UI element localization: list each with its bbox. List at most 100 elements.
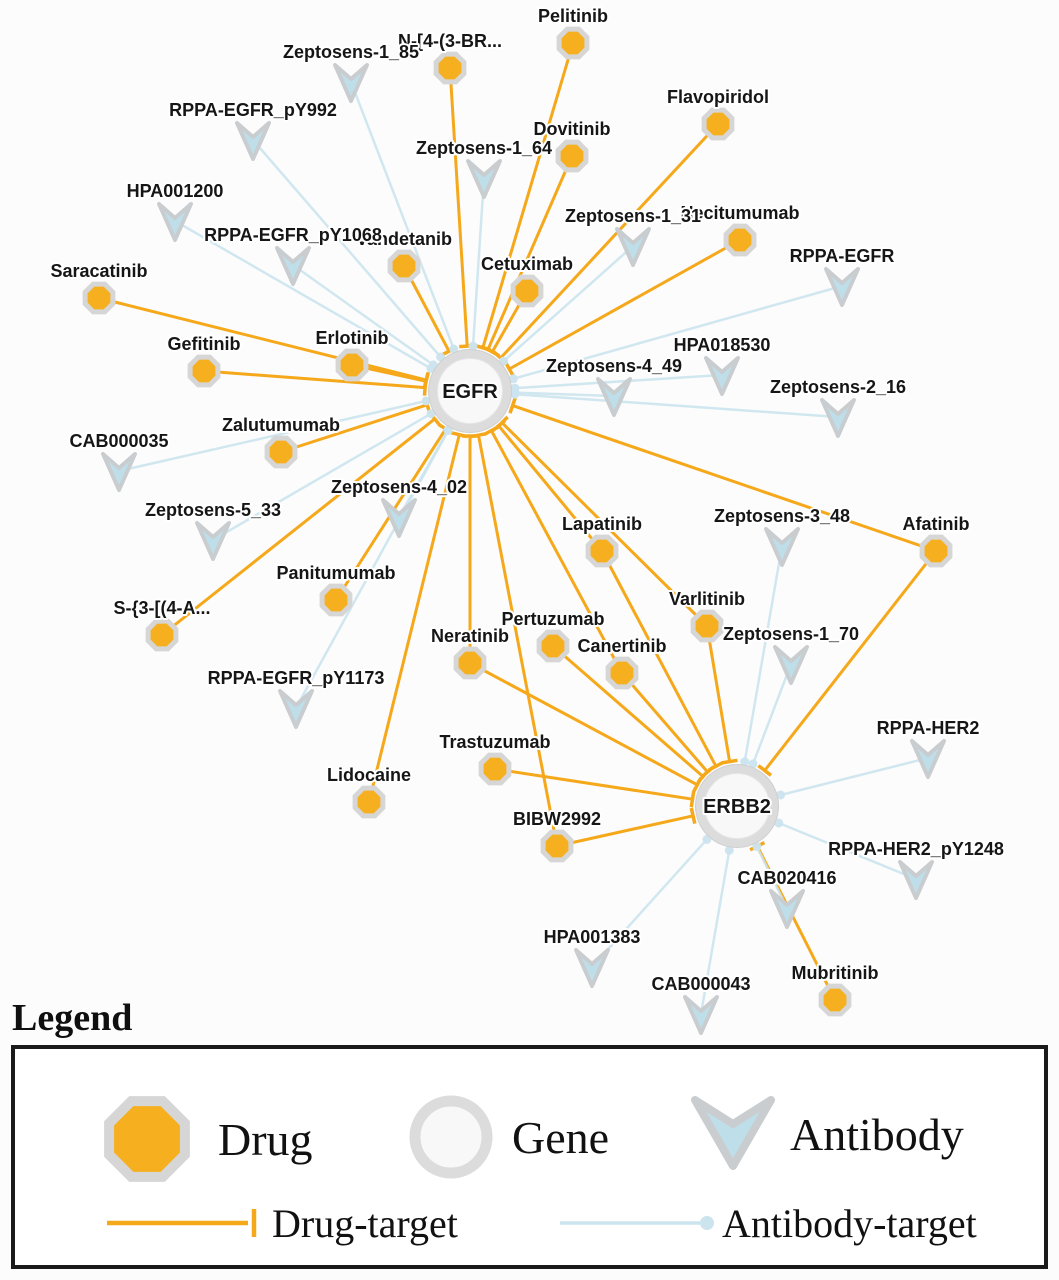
drug-target-edge-saracatinib-egfr	[98, 296, 427, 382]
drug-node-neratinib[interactable]	[453, 646, 487, 680]
drug-node-dovitinib[interactable]	[555, 139, 589, 173]
drug-label-lidocaine: Lidocaine	[327, 765, 411, 785]
antibody-node-rppa-egfr-py992[interactable]	[235, 121, 271, 161]
antibody-label-zeptosens-4-49: Zeptosens-4_49	[546, 356, 682, 376]
antibody-target-dot-terminator	[740, 757, 750, 767]
antibody-node-zeptosens-2-16[interactable]	[820, 398, 856, 438]
drug-node-vandetanib[interactable]	[387, 249, 421, 283]
drug-target-tee-terminator	[483, 425, 500, 436]
antibody-node-hpa018530[interactable]	[704, 356, 740, 396]
drug-node-lapatinib[interactable]	[585, 534, 619, 568]
antibody-target-dot-terminator	[421, 396, 431, 406]
drug-target-tee-terminator	[757, 764, 773, 777]
antibody-target-dot-terminator	[724, 845, 734, 855]
antibody-node-zeptosens-4-02[interactable]	[381, 498, 417, 538]
gene-label-erbb2: ERBB2	[703, 796, 771, 818]
drug-label-canertinib: Canertinib	[577, 636, 666, 656]
drug-target-edge-dovitinib-egfr	[486, 155, 574, 351]
drug-label-afatinib: Afatinib	[903, 514, 970, 534]
antibody-node-zeptosens-1-64[interactable]	[466, 159, 502, 199]
drug-target-tee-terminator	[696, 769, 710, 784]
antibody-target-dot-terminator	[449, 344, 459, 354]
drug-label-necitumumab: Necitumumab	[680, 203, 799, 223]
antibody-target-edge-zeptosens-1-31-egfr	[502, 245, 634, 363]
antibody-target-dot-terminator	[748, 759, 758, 769]
antibody-node-hpa001383[interactable]	[574, 948, 610, 988]
drug-target-edge-afatinib-egfr	[512, 404, 937, 553]
antibody-node-zeptosens-1-70[interactable]	[773, 645, 809, 685]
antibody-node-zeptosens-1-85[interactable]	[333, 63, 369, 103]
drug-target-edge-lidocaine-egfr	[367, 434, 461, 803]
legend-gene-label: Gene	[512, 1112, 609, 1163]
drug-target-edge-canertinib-erbb2	[620, 672, 709, 773]
drug-target-edges-layer	[98, 42, 938, 1001]
antibody-node-rppa-egfr-py1068[interactable]	[275, 246, 311, 286]
antibody-node-cab000043[interactable]	[683, 995, 719, 1035]
drug-node-lidocaine[interactable]	[352, 785, 386, 819]
drug-target-tee-terminator	[508, 397, 517, 414]
drug-node-gefitinib[interactable]	[187, 354, 221, 388]
antibody-target-edge-zeptosens-5-33-egfr	[212, 412, 432, 542]
gene-node-egfr[interactable]	[428, 349, 512, 433]
drug-target-tee-terminator	[422, 373, 430, 390]
antibody-node-zeptosens-5-33[interactable]	[195, 521, 231, 561]
legend: Legend Drug Gene Antibody Drug-target An…	[11, 997, 1048, 1269]
antibody-node-cab000035[interactable]	[101, 452, 137, 492]
antibody-target-edge-hpa018530-egfr	[514, 373, 723, 390]
antibody-label-hpa001383: HPA001383	[544, 927, 641, 947]
antibody-target-edge-rppa-her2-erbb2	[780, 756, 929, 797]
antibody-target-edge-rppa-egfr-egfr	[512, 284, 843, 381]
drug-label-trastuzumab: Trastuzumab	[439, 732, 550, 752]
drug-label-vandetanib: Vandetanib	[356, 229, 452, 249]
antibody-node-rppa-her2-py1248[interactable]	[898, 860, 934, 900]
drug-label-mubritinib: Mubritinib	[792, 963, 879, 983]
drug-target-edge-s-3-4-a-egfr	[161, 417, 436, 637]
drug-node-panitumumab[interactable]	[319, 583, 353, 617]
drug-target-edge-canertinib-egfr	[490, 429, 624, 674]
antibody-node-cab020416[interactable]	[769, 889, 805, 929]
antibody-node-hpa001200[interactable]	[157, 202, 193, 242]
drug-node-pertuzumab[interactable]	[536, 629, 570, 663]
antibody-label-zeptosens-1-64: Zeptosens-1_64	[416, 138, 552, 158]
antibody-target-edge-rppa-her2-py1248-erbb2	[778, 821, 917, 881]
legend-antibody-label: Antibody	[790, 1109, 964, 1160]
antibody-node-zeptosens-1-31[interactable]	[615, 227, 651, 267]
antibody-target-edge-zeptosens-4-49-egfr	[514, 391, 615, 398]
drug-label-s-3-4-a: S-{3-[(4-A...	[113, 598, 210, 618]
nodes-layer	[82, 26, 953, 1035]
antibody-target-edge-zeptosens-3-48-erbb2	[743, 545, 784, 762]
antibody-node-zeptosens-4-49[interactable]	[596, 377, 632, 417]
drug-node-necitumumab[interactable]	[723, 223, 757, 257]
gene-label-egfr: EGFR	[442, 381, 498, 403]
antibody-node-rppa-egfr-py1173[interactable]	[278, 689, 314, 729]
drug-node-flavopiridol[interactable]	[701, 107, 735, 141]
antibody-node-zeptosens-3-48[interactable]	[764, 527, 800, 567]
drug-node-afatinib[interactable]	[919, 534, 953, 568]
drug-node-bibw2992[interactable]	[540, 829, 574, 863]
drug-node-s-3-4-a[interactable]	[145, 618, 179, 652]
legend-drug-icon	[104, 1096, 190, 1182]
drug-target-edge-lapatinib-egfr	[497, 424, 604, 552]
drug-target-edge-pertuzumab-erbb2	[552, 644, 704, 778]
drug-node-trastuzumab[interactable]	[478, 752, 512, 786]
drug-node-n-4-3-br[interactable]	[433, 51, 467, 85]
drug-label-n-4-3-br: N-[4-(3-BR...	[398, 31, 502, 51]
drug-node-canertinib[interactable]	[605, 656, 639, 690]
legend-gene-icon	[409, 1095, 493, 1179]
drug-node-saracatinib[interactable]	[82, 281, 116, 315]
drug-node-zalutumumab[interactable]	[264, 435, 298, 469]
drug-target-edge-n-4-3-br-egfr	[448, 67, 469, 347]
antibody-target-edge-cab000035-egfr	[118, 399, 427, 473]
antibody-node-rppa-egfr[interactable]	[824, 267, 860, 307]
antibody-node-rppa-her2[interactable]	[910, 739, 946, 779]
drug-target-edge-necitumumab-egfr	[508, 238, 741, 371]
drug-node-erlotinib[interactable]	[335, 348, 369, 382]
drug-node-cetuximab[interactable]	[510, 274, 544, 308]
drug-target-edge-afatinib-erbb2	[763, 550, 938, 772]
drug-target-edge-flavopiridol-egfr	[499, 122, 720, 360]
gene-node-erbb2[interactable]	[695, 764, 779, 848]
drug-node-mubritinib[interactable]	[818, 983, 852, 1017]
antibody-label-rppa-her2-py1248: RPPA-HER2_pY1248	[828, 839, 1004, 859]
drug-node-pelitinib[interactable]	[556, 26, 590, 60]
drug-node-varlitinib[interactable]	[690, 609, 724, 643]
